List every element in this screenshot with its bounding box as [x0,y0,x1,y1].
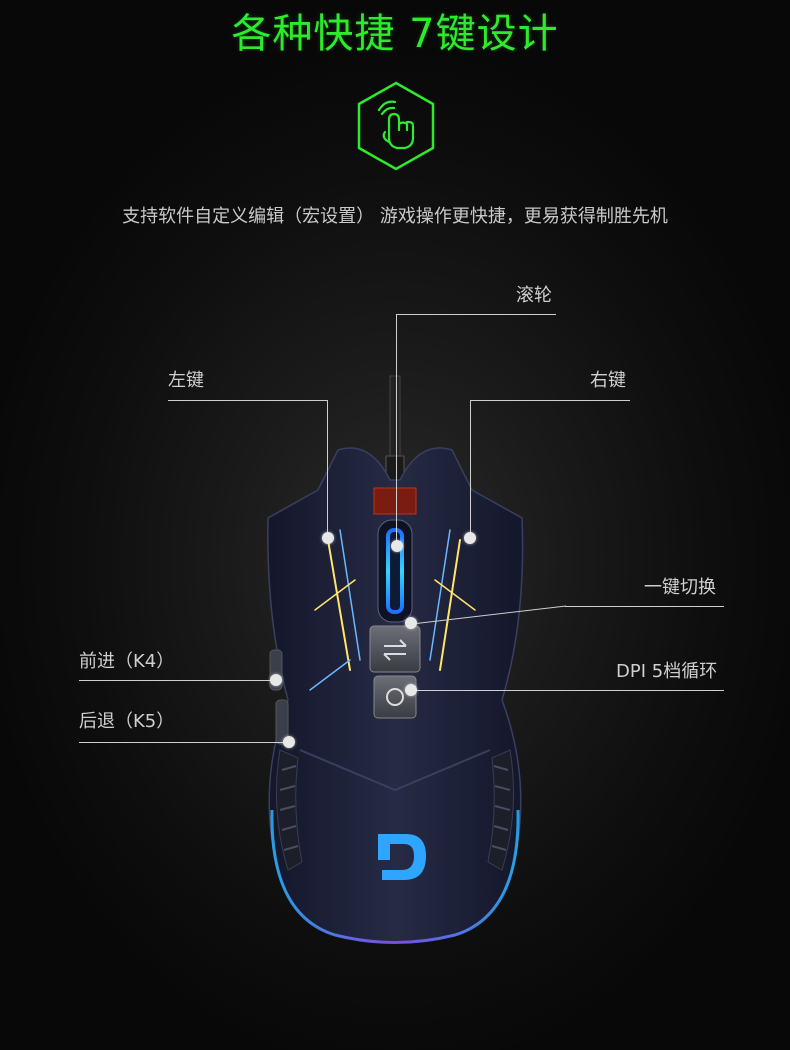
hotspot-one-key-switch[interactable] [405,617,417,629]
label-scroll-wheel: 滚轮 [516,285,552,306]
leader-line [411,690,724,691]
hotspot-dpi-button[interactable] [405,684,417,696]
leader-line [79,742,288,743]
label-forward-button: 前进（K4） [79,651,175,672]
label-left-button: 左键 [168,370,204,391]
label-dpi-cycle: DPI 5档循环 [616,661,718,682]
hotspot-scroll-wheel[interactable] [391,540,403,552]
page-title: 各种快捷 7键设计 [231,11,559,57]
hand-tap-icon [357,81,435,171]
label-back-button: 后退（K5） [79,711,175,732]
label-right-button: 右键 [590,370,626,391]
hotspot-back-button[interactable] [283,736,295,748]
hotspot-left-button[interactable] [322,532,334,544]
leader-line [396,314,397,546]
leader-line [168,400,328,401]
leader-line [396,314,556,315]
leader-line [79,680,275,681]
feature-description: 支持软件自定义编辑（宏设置） 游戏操作更快捷，更易获得制胜先机 [122,206,668,227]
leader-line [411,605,567,625]
label-one-key-switch: 一键切换 [644,577,716,598]
hotspot-right-button[interactable] [464,532,476,544]
gaming-mouse-image [267,375,524,944]
leader-line [327,400,328,538]
leader-line [470,400,471,538]
hotspot-forward-button[interactable] [270,674,282,686]
leader-line [565,606,724,607]
leader-line [470,400,630,401]
